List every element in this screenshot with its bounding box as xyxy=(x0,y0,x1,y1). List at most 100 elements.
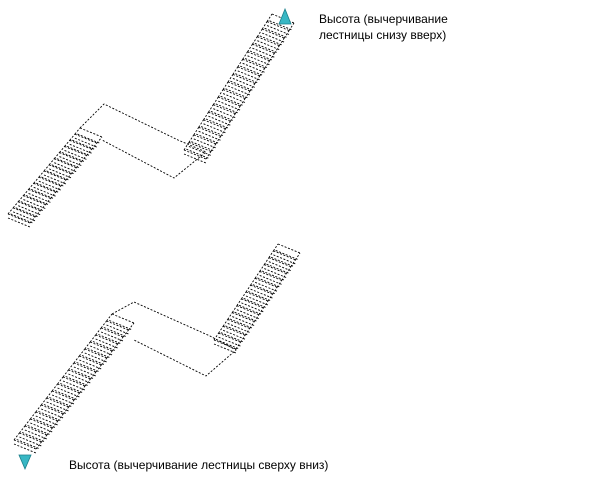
bottom-upper-flight-stringer-left xyxy=(268,250,274,258)
top-lower-flight-tread xyxy=(18,201,41,212)
top-lower-flight-stringer-left xyxy=(59,146,65,153)
top-upper-flight-stringer-left xyxy=(208,104,214,113)
top-lower-flight-tread xyxy=(7,213,31,224)
top-lower-flight-riser xyxy=(30,188,54,199)
bottom-upper-flight-riser xyxy=(248,291,271,301)
bottom-landing-outline xyxy=(111,301,237,377)
top-upper-flight-riser xyxy=(191,141,214,152)
bottom-upper-flight-stringer-left xyxy=(213,332,219,341)
top-upper-flight-riser-base xyxy=(188,146,212,156)
top-lower-flight-tread xyxy=(54,158,77,169)
triangle-up-grip-icon[interactable] xyxy=(278,7,292,25)
stair-bottom-drawn-top-down[interactable] xyxy=(13,243,301,454)
bottom-lower-flight-riser-base xyxy=(13,443,37,454)
bottom-upper-flight-stringer-left xyxy=(250,278,256,286)
bottom-lower-flight-stringer-left xyxy=(89,334,97,343)
top-lower-flight-tread xyxy=(23,195,46,205)
bottom-upper-flight-stringer-left xyxy=(245,284,251,293)
top-lower-flight-riser-base xyxy=(59,156,82,166)
top-upper-flight-tread xyxy=(218,96,241,107)
top-lower-flight-tread xyxy=(79,127,103,138)
bottom-lower-flight-tread xyxy=(19,432,42,443)
bottom-upper-flight-stringer-left xyxy=(222,319,229,327)
triangle-down-grip-icon[interactable] xyxy=(18,454,32,471)
bottom-lower-flight-stringer-left xyxy=(68,362,75,371)
bottom-upper-flight-riser xyxy=(220,332,244,343)
top-lower-flight-stringer-left xyxy=(7,207,14,215)
bottom-upper-flight-stringer-left xyxy=(236,298,242,306)
bottom-upper-flight-riser xyxy=(238,304,262,315)
top-upper-flight-riser xyxy=(200,126,224,136)
top-upper-flight-tread xyxy=(257,36,280,47)
top-upper-flight-stringer-left xyxy=(237,59,244,68)
top-lower-flight-tread xyxy=(28,189,51,199)
bottom-lower-flight-riser xyxy=(103,327,127,337)
bottom-lower-flight-riser xyxy=(16,439,39,449)
top-upper-flight-riser-base xyxy=(183,153,207,164)
top-upper-flight-stringer-left xyxy=(193,127,200,136)
top-upper-flight-stringer-left xyxy=(232,66,239,75)
top-upper-flight-stringer-left xyxy=(242,51,248,60)
top-upper-flight-riser-base xyxy=(266,25,290,35)
bottom-lower-flight-riser xyxy=(27,425,50,435)
bottom-lower-flight-riser xyxy=(32,418,56,428)
top-upper-flight-riser-base xyxy=(213,108,236,119)
bottom-lower-flight-riser-base xyxy=(51,394,75,405)
top-lower-flight-riser xyxy=(41,176,64,187)
top-lower-flight-stringer-left xyxy=(48,158,55,166)
bottom-lower-flight-riser xyxy=(70,369,94,379)
top-upper-flight-riser xyxy=(186,148,209,159)
bottom-lower-flight-riser-base xyxy=(19,436,42,447)
top-lower-flight-riser-base xyxy=(69,143,92,154)
top-lower-flight-riser-base xyxy=(38,180,62,191)
top-lower-flight-tread xyxy=(48,164,72,175)
top-lower-flight-riser-base xyxy=(74,137,98,148)
bottom-lower-flight-stringer-left xyxy=(51,383,58,392)
top-lower-flight-stringer-left xyxy=(17,195,24,203)
top-lower-flight-riser-base xyxy=(23,199,46,209)
bottom-lower-flight-riser xyxy=(98,334,121,344)
bottom-upper-flight-riser xyxy=(234,311,257,322)
bottom-lower-flight-stringer-left xyxy=(46,390,53,399)
top-lower-flight-riser-base xyxy=(18,205,41,216)
top-upper-flight-riser-base xyxy=(222,93,246,103)
bottom-lower-flight-riser-base xyxy=(41,408,64,419)
top-lower-flight-stringer-left xyxy=(53,152,60,160)
bottom-lower-flight-tread xyxy=(35,411,58,422)
bottom-lower-flight-stringer-left xyxy=(106,313,113,322)
bottom-lower-flight-tread xyxy=(57,383,80,394)
bottom-lower-flight-stringer-left xyxy=(73,355,80,364)
top-upper-flight-stringer-left xyxy=(212,96,219,105)
top-lower-flight-riser xyxy=(20,201,44,212)
bottom-upper-flight-riser-base xyxy=(254,281,278,292)
bottom-lower-flight-tread xyxy=(51,390,75,401)
bottom-lower-flight-riser-base xyxy=(68,373,91,384)
annotation-top-line-1: Высота (вычерчивание xyxy=(319,12,448,26)
top-lower-flight-riser-base xyxy=(43,174,67,185)
bottom-lower-flight-riser-base xyxy=(90,345,113,356)
top-upper-flight-riser-base xyxy=(203,123,226,134)
bottom-lower-flight-riser-base xyxy=(79,359,102,370)
annotation-bottom: Высота (вычерчивание лестницы сверху вни… xyxy=(69,458,329,472)
top-lower-flight-riser-base xyxy=(7,217,31,228)
bottom-upper-flight-riser-base xyxy=(259,275,282,285)
bottom-upper-flight-riser-base xyxy=(227,323,250,333)
top-upper-flight-tread xyxy=(203,119,226,130)
top-upper-flight-riser-base xyxy=(262,32,285,43)
stair-top-drawn-bottom-up[interactable] xyxy=(7,13,295,228)
top-lower-flight-stringer-left xyxy=(38,170,45,178)
bottom-lower-flight-tread xyxy=(95,334,118,345)
bottom-upper-flight-tread xyxy=(236,305,260,316)
bottom-upper-flight-tread xyxy=(245,291,269,302)
top-lower-flight-tread xyxy=(38,176,62,187)
top-upper-flight-riser xyxy=(264,27,287,38)
top-lower-flight-stringer-left xyxy=(33,176,40,184)
top-upper-flight-tread xyxy=(266,21,290,31)
top-lower-flight-riser xyxy=(77,133,100,144)
top-upper-flight-riser-base xyxy=(232,78,256,88)
bottom-lower-flight-stringer-left xyxy=(95,327,102,336)
bottom-upper-flight-riser xyxy=(275,250,298,260)
top-lower-flight-riser-base xyxy=(12,211,36,222)
top-upper-flight-riser xyxy=(215,103,238,114)
